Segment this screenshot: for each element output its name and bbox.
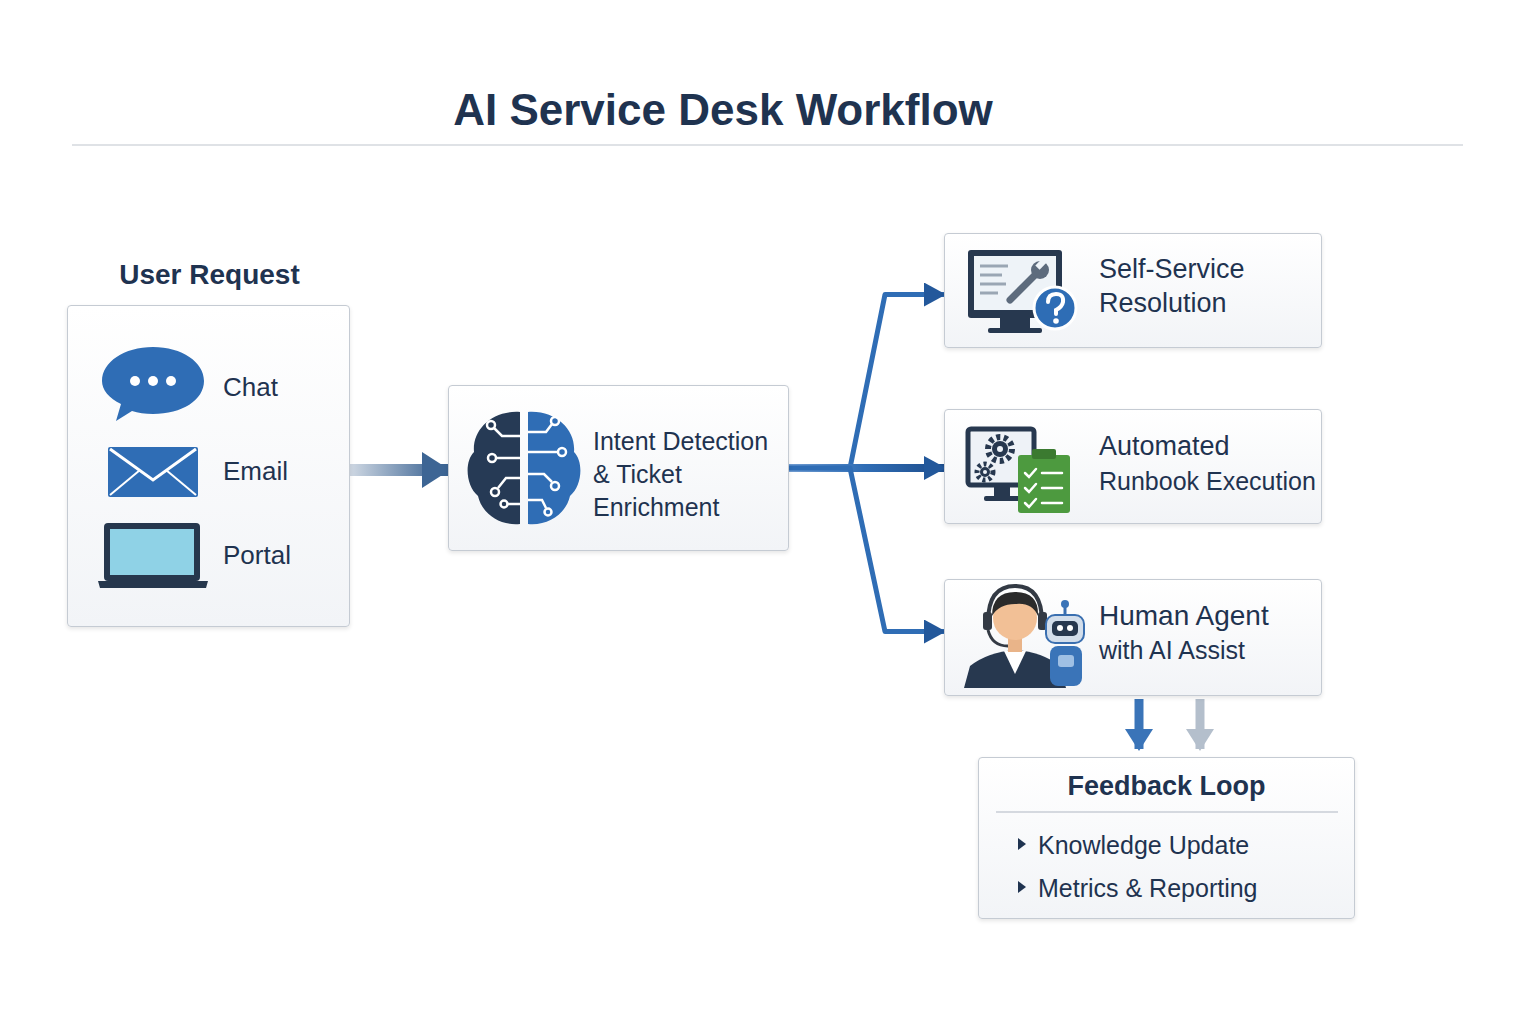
feedback-heading: Feedback Loop: [979, 769, 1354, 803]
chat-icon: [102, 347, 204, 421]
diagram-title: AI Service Desk Workflow: [0, 84, 1446, 136]
text-line: Enrichment: [593, 493, 719, 521]
agent-icon: [964, 586, 1084, 688]
channel-label: Email: [223, 455, 348, 487]
text-line: Intent Detection: [593, 427, 768, 455]
feedback-arrow: [1135, 699, 1144, 749]
text-line: Human Agent: [1099, 600, 1269, 631]
title-rule-line: [72, 144, 1463, 146]
email-icon: [108, 447, 198, 497]
outcome-label: Self-Service Resolution: [1099, 252, 1319, 320]
branch-arrow: [789, 468, 944, 632]
process-box: Intent Detection & Ticket Enrichment: [448, 385, 789, 551]
branch-arrow: [789, 295, 944, 469]
outcome-box: Self-Service Resolution: [944, 233, 1322, 348]
text-line: Automated: [1099, 431, 1230, 461]
text-line: & Ticket: [593, 460, 682, 488]
feedback-item: Knowledge Update: [1038, 829, 1338, 861]
input-channels-box: User RequestChatEmailPortal: [67, 305, 350, 627]
outcome-label: Human Agent with AI Assist: [1099, 599, 1321, 667]
outcome-label: Automated Runbook Execution: [1099, 429, 1321, 499]
group-heading: User Request: [68, 258, 351, 292]
brain-icon: [468, 412, 581, 524]
feedback-box: Feedback LoopKnowledge UpdateMetrics & R…: [978, 757, 1355, 919]
text-line: Self-Service: [1099, 254, 1245, 284]
text-line: Resolution: [1099, 288, 1227, 318]
outcome-box: Human Agent with AI Assist: [944, 579, 1322, 696]
laptop-icon: [98, 523, 208, 588]
channel-label: Chat: [223, 371, 348, 403]
process-label: Intent Detection & Ticket Enrichment: [593, 425, 788, 524]
outcome-box: Automated Runbook Execution: [944, 409, 1322, 524]
text-line: with AI Assist: [1099, 636, 1245, 664]
self-service-icon: [968, 250, 1076, 333]
input-arrow: [350, 464, 448, 476]
feedback-decoration: [996, 812, 1338, 893]
text-line: Runbook Execution: [1099, 467, 1316, 495]
runbook-icon: [968, 429, 1070, 513]
feedback-item: Metrics & Reporting: [1038, 872, 1338, 904]
feedback-arrow: [1196, 699, 1205, 749]
channel-label: Portal: [223, 539, 348, 571]
branch-arrow: [789, 464, 944, 472]
